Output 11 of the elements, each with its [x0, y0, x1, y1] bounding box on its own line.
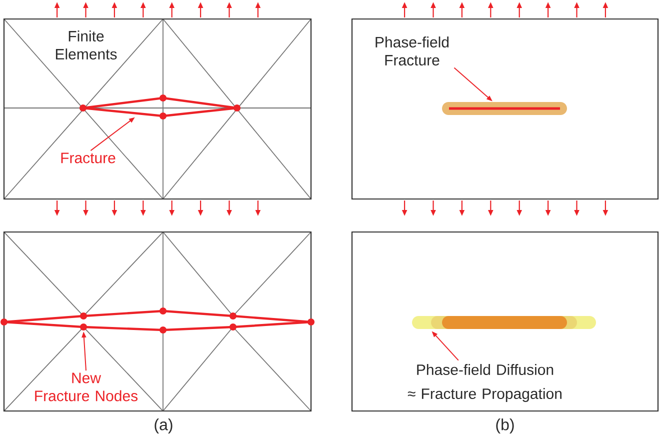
mesh-panel	[3, 231, 312, 412]
annotation-text: Phase-field Fracture	[376, 36, 449, 66]
panel-caption: (b)	[496, 418, 514, 434]
annotation-text: New Fracture Nodes	[35, 372, 138, 402]
annotation-text: Phase-field Diffusion ≈ Fracture Propagation	[408, 364, 562, 402]
fracture-outline	[80, 94, 240, 120]
annotation-text: Fracture	[61, 152, 116, 164]
plate-panel	[351, 18, 659, 200]
node-dot	[80, 324, 87, 330]
panel-caption: (a)	[154, 418, 172, 434]
plate-panel	[351, 231, 659, 412]
